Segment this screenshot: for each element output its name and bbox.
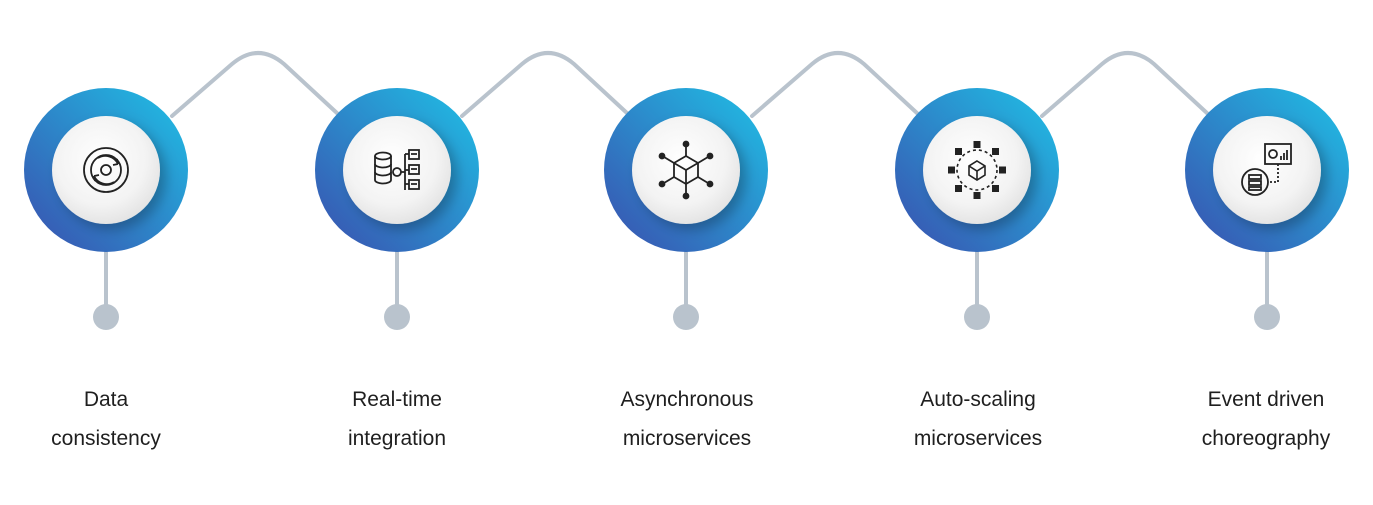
- dot-3: [673, 304, 699, 330]
- node-inner-disc: [1213, 116, 1321, 224]
- step-5-line-1: Event driven: [1207, 388, 1325, 411]
- dot-1: [93, 304, 119, 330]
- node-inner-disc: [52, 116, 160, 224]
- event-dashboard-icon: [1241, 143, 1292, 196]
- database-integration-icon: [374, 149, 420, 190]
- step-2-line-1: Real-time: [352, 388, 442, 411]
- node-4: [895, 88, 1059, 252]
- node-2: [315, 88, 479, 252]
- hexagon-network-icon: [658, 140, 714, 200]
- node-5: [1185, 88, 1349, 252]
- node-inner-disc: [923, 116, 1031, 224]
- step-label-2: Real-time integration: [277, 380, 517, 458]
- step-4-line-2: microservices: [913, 427, 1043, 450]
- step-label-5: Event driven choreography: [1146, 380, 1373, 458]
- step-4-line-1: Auto-scaling: [920, 388, 1036, 411]
- step-2-line-2: integration: [347, 427, 447, 450]
- wave-connectors: [170, 51, 1210, 118]
- connector-2-3: [460, 51, 630, 118]
- node-3: [604, 88, 768, 252]
- connector-1-2: [170, 51, 340, 118]
- step-label-4: Auto-scaling microservices: [858, 380, 1098, 458]
- step-3-line-2: microservices: [622, 427, 752, 450]
- sync-cycle-icon: [83, 147, 129, 193]
- step-5-line-2: choreography: [1201, 427, 1331, 450]
- dots: [93, 304, 1280, 330]
- dot-4: [964, 304, 990, 330]
- step-1-line-2: consistency: [51, 427, 161, 450]
- step-label-1: Data consistency: [0, 380, 226, 458]
- dot-2: [384, 304, 410, 330]
- connector-4-5: [1040, 51, 1210, 118]
- node-1: [24, 88, 188, 252]
- step-3-line-1: Asynchronous: [620, 388, 754, 411]
- connector-3-4: [750, 51, 920, 118]
- node-inner-disc: [343, 116, 451, 224]
- step-1-line-1: Data: [83, 388, 129, 411]
- cube-cluster-icon: [948, 141, 1006, 199]
- step-label-3: Asynchronous microservices: [567, 380, 807, 458]
- stems: [104, 250, 1269, 305]
- dot-5: [1254, 304, 1280, 330]
